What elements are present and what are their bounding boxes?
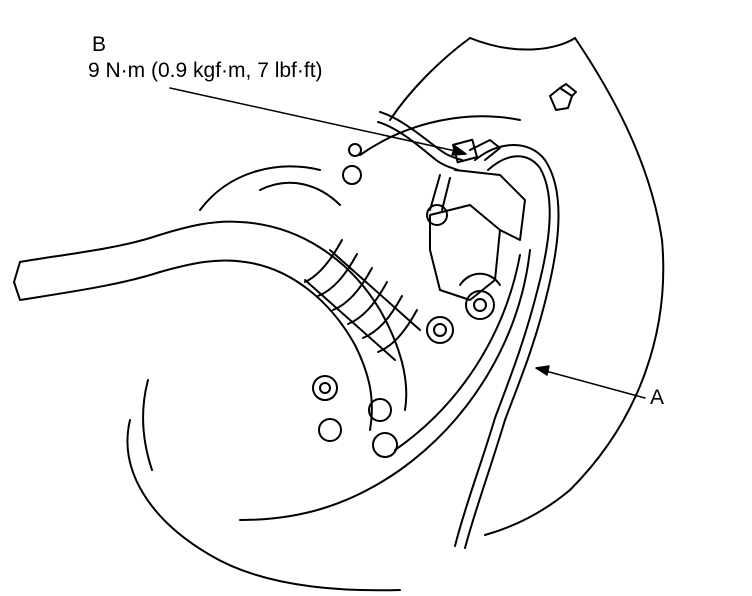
brake-hose-fitting <box>377 111 501 211</box>
wheel-well-outline <box>126 37 665 592</box>
inner-arc <box>239 115 531 521</box>
leader-arrowhead-a <box>535 365 550 376</box>
knuckle-bolts <box>312 143 454 458</box>
lower-control-arm <box>13 220 408 431</box>
bleeder-cap <box>549 83 577 111</box>
brake-pipe <box>454 144 560 549</box>
brake-caliper <box>426 169 526 320</box>
torque-specification: 9 N·m (0.9 kgf·m, 7 lbf·ft) <box>88 59 323 82</box>
leader-arrowhead-b <box>451 145 467 156</box>
callout-leaders <box>169 87 646 399</box>
driveshaft-boot <box>199 165 421 361</box>
leader-line-b <box>169 87 461 153</box>
callout-label-a: A <box>650 386 665 409</box>
leader-line-a <box>541 369 646 399</box>
callout-label-b: B <box>92 33 107 56</box>
